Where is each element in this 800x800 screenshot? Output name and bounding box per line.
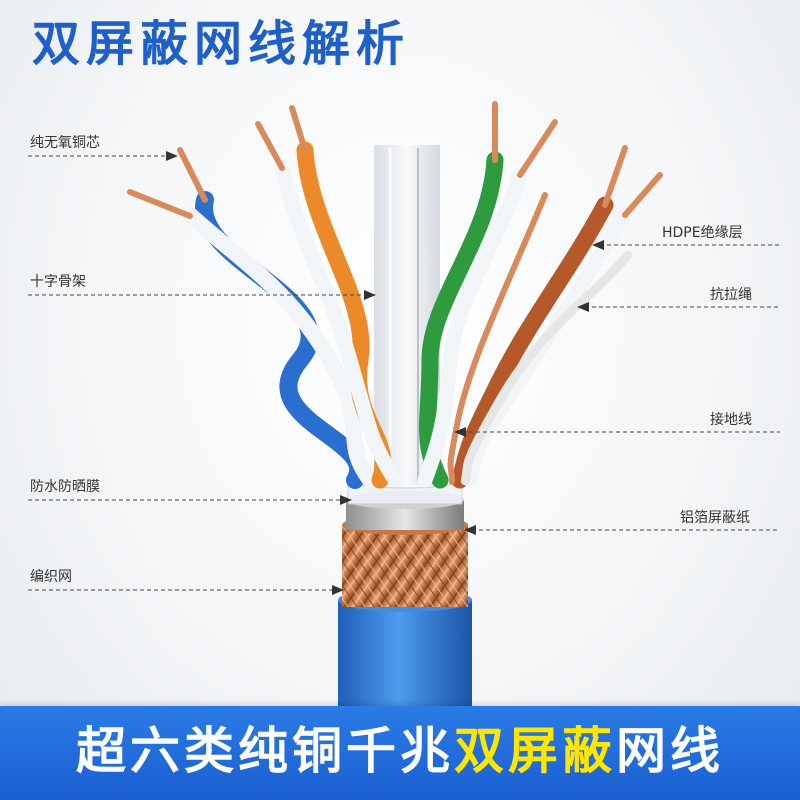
leader-lines-left [28,155,370,591]
label-foil-shield: 铝箔屏蔽纸 [680,510,750,526]
label-braided-mesh: 编织网 [30,569,72,585]
ground-wire [447,192,548,485]
label-hdpe-insulation: HDPE绝缘层 [662,225,743,241]
banner-text-part1: 超六类纯铜千兆 [76,722,454,780]
wire-pair-green [417,101,558,489]
bottom-banner: 超六类纯铜千兆双屏蔽网线 [0,706,800,800]
leader-lines-right [462,244,780,531]
label-ground-wire: 接地线 [710,412,752,428]
label-copper-core: 纯无氧铜芯 [30,135,100,151]
banner-text-part3: 网线 [616,722,724,780]
wire-pair-blue [127,147,378,489]
wire-pair-brown [451,145,663,489]
label-waterproof-film: 防水防晒膜 [30,479,100,495]
banner-text-highlight: 双屏蔽 [454,722,616,780]
wire-pair-orange [255,105,403,489]
leader-arrows-left [166,151,376,595]
label-pull-rope: 抗拉绳 [710,287,752,303]
page-title: 双屏蔽网线解析 [32,16,411,72]
label-cross-frame: 十字骨架 [30,274,86,290]
banner-headline: 超六类纯铜千兆双屏蔽网线 [0,726,800,776]
leader-arrows-right [454,240,604,535]
pull-rope [460,250,633,487]
